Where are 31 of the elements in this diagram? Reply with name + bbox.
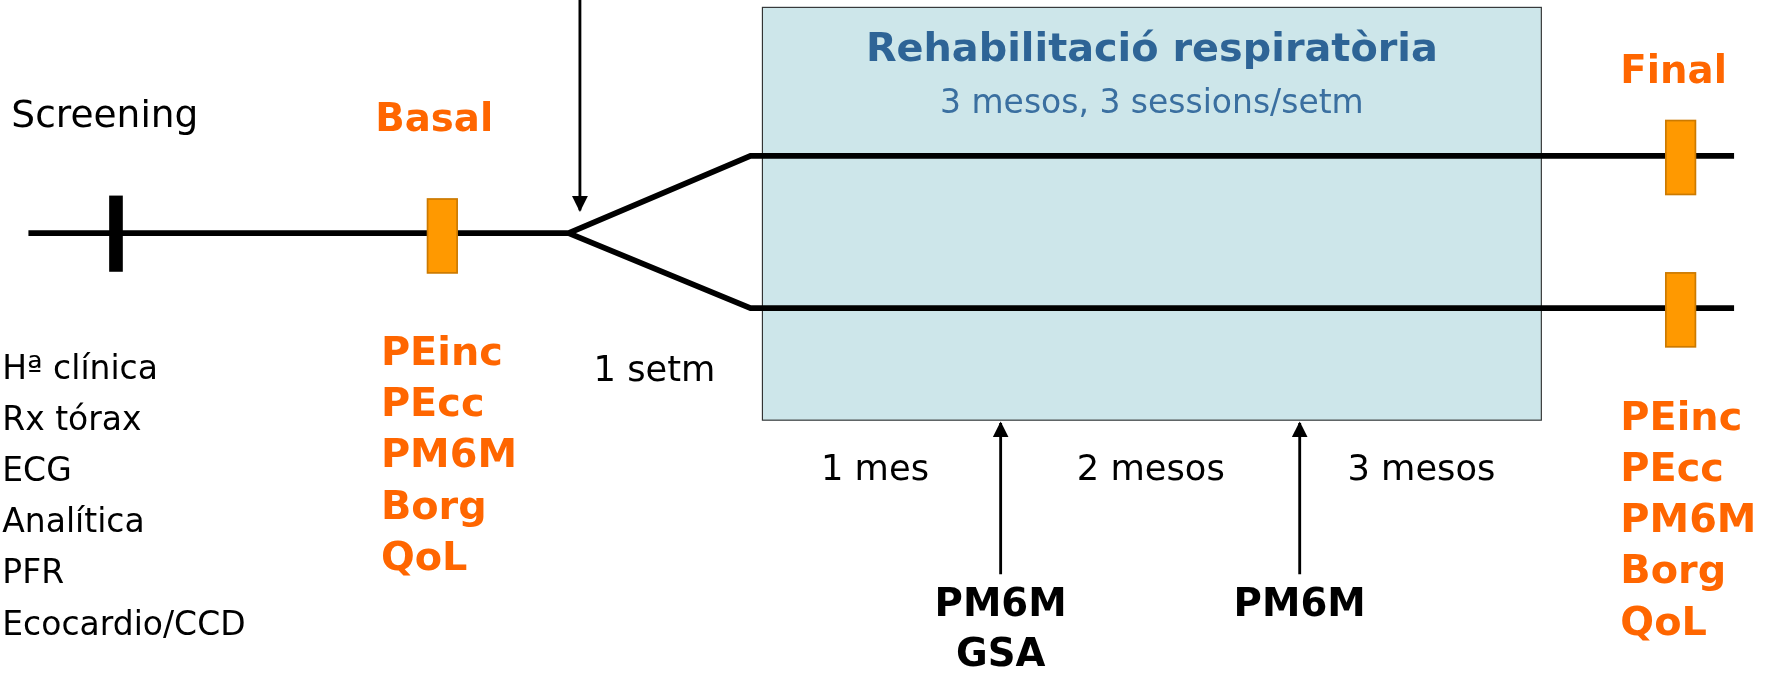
milestone-label: Final [1620, 50, 1727, 89]
measure-label: QoL [380, 536, 468, 577]
measure-label: PEcc [380, 383, 485, 423]
test-label: PFR [2, 556, 65, 589]
phase-box [761, 6, 1542, 421]
measure-label: PEinc [1620, 396, 1743, 437]
measure-label: PM6M [380, 434, 517, 475]
duration-label: 2 mesos [1076, 450, 1225, 486]
test-label: ECG [2, 453, 72, 487]
phase-title: Rehabilitació respiratòria [864, 28, 1439, 69]
test-label: Hª clínica [2, 351, 158, 385]
milestone-label: Basal [375, 97, 494, 137]
duration-label: 1 mes [821, 450, 929, 486]
arrow [992, 421, 1009, 575]
test-label: Ecocardio/CCD [2, 607, 246, 641]
measure-label: PM6M [1186, 577, 1414, 628]
measure-label: PEcc [1620, 448, 1724, 488]
measure-label: PM6M [933, 578, 1068, 628]
test-label: Analítica [2, 504, 145, 538]
test-label: Rx tórax [2, 402, 142, 436]
measure-label: Borg [1620, 550, 1727, 591]
phase-subtitle: 3 mesos, 3 sessions/setm [939, 85, 1365, 119]
measure-label: Borg [380, 485, 487, 526]
milestone-label: Screening [11, 95, 199, 134]
measure-label: PM6M [1620, 499, 1757, 539]
duration-label: 1 setm [593, 351, 716, 387]
measure-label: GSA [954, 628, 1047, 673]
measure-label: QoL [1620, 601, 1707, 642]
measure-label: PEinc [380, 332, 503, 372]
arrow [1291, 421, 1308, 575]
duration-label: 3 mesos [1347, 450, 1496, 486]
